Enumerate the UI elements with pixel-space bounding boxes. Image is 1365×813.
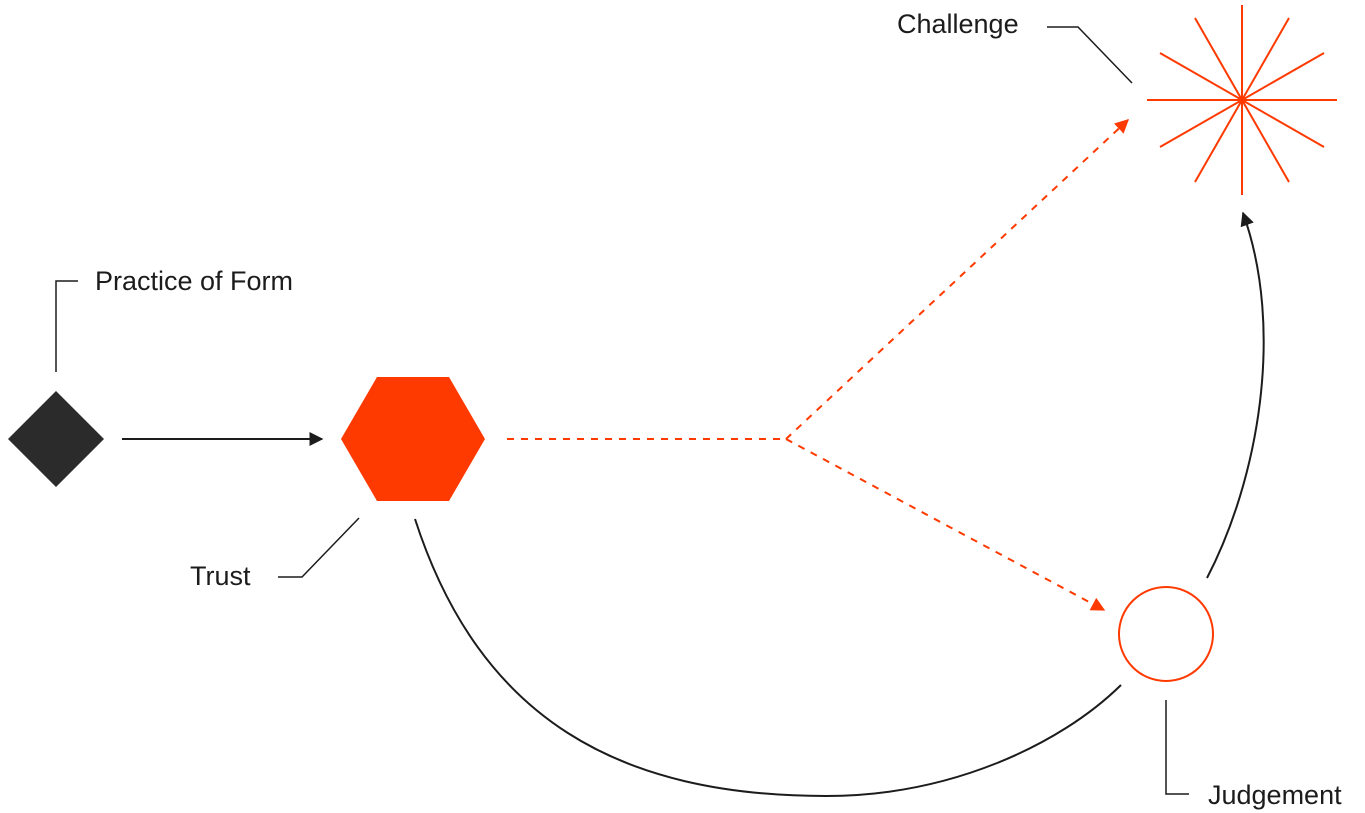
edge-judgement-to-challenge-arc [1206, 211, 1265, 579]
leader-line-judgement [1165, 700, 1189, 795]
leader-line-trust [278, 517, 360, 578]
leader-line-challenge [1047, 26, 1133, 84]
node-challenge [1147, 5, 1337, 195]
label-trust: Trust [190, 561, 251, 591]
edge-trust-to-judgement [785, 438, 1106, 611]
node-trust [341, 377, 485, 501]
label-practice-of-form: Practice of Form [95, 266, 293, 296]
label-challenge: Challenge [897, 9, 1019, 39]
edge-trust-to-judgement-arc [414, 518, 1122, 798]
circle-icon [1118, 586, 1214, 682]
diamond-icon [8, 391, 104, 487]
edge-trust-to-challenge [785, 119, 1130, 440]
node-practice-of-form [8, 391, 104, 487]
leader-line-practice [55, 280, 78, 372]
label-judgement: Judgement [1208, 780, 1342, 810]
starburst-icon [1147, 5, 1337, 195]
hexagon-icon [341, 377, 485, 501]
node-judgement [1118, 586, 1214, 682]
